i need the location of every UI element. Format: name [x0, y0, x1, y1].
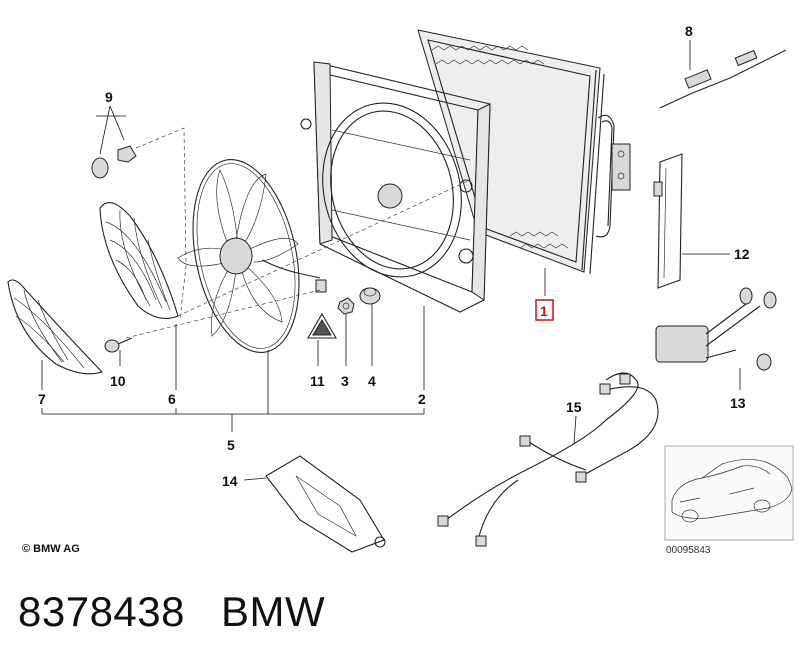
leader-lines — [41, 40, 741, 481]
label-5[interactable]: 5 — [227, 437, 235, 453]
label-9[interactable]: 9 — [105, 89, 113, 105]
grommet-part-4[interactable] — [359, 287, 381, 305]
footer-caption: 8378438 BMW — [18, 588, 325, 636]
bracket-part-12[interactable] — [653, 153, 683, 289]
clip-part-9[interactable] — [91, 145, 137, 179]
highlight-box — [535, 299, 554, 321]
part-number: 8378438 — [18, 588, 186, 635]
label-6[interactable]: 6 — [168, 391, 176, 407]
label-3[interactable]: 3 — [341, 373, 349, 389]
harness-part-8[interactable] — [659, 49, 787, 109]
brand-name: BMW — [221, 588, 326, 635]
nut-part-3[interactable] — [337, 297, 355, 315]
wiring-harness-part-15[interactable] — [437, 372, 659, 547]
label-11[interactable]: 11 — [310, 373, 325, 389]
condenser-part-1[interactable] — [417, 29, 631, 275]
label-4[interactable]: 4 — [368, 373, 376, 389]
label-15[interactable]: 15 — [566, 399, 582, 415]
warning-label-part-11[interactable] — [307, 312, 337, 339]
callout-labels: 1 2 3 4 5 6 7 8 9 10 11 12 13 14 15 — [38, 23, 750, 489]
label-8[interactable]: 8 — [685, 23, 693, 39]
grille-part-7[interactable] — [7, 279, 104, 375]
label-13[interactable]: 13 — [730, 395, 746, 411]
label-2[interactable]: 2 — [418, 391, 426, 407]
fan-assembly[interactable] — [177, 150, 327, 363]
screw-part-10[interactable] — [104, 337, 133, 353]
label-10[interactable]: 10 — [110, 373, 126, 389]
fan-cowl-part-6[interactable] — [99, 202, 179, 319]
label-12[interactable]: 12 — [734, 246, 750, 262]
label-1[interactable]: 1 — [540, 303, 548, 319]
copyright-text: © BMW AG — [22, 543, 80, 555]
thumbnail-id: 00095843 — [666, 545, 711, 556]
label-7[interactable]: 7 — [38, 391, 46, 407]
resistor-part-13[interactable] — [655, 287, 777, 371]
car-thumbnail[interactable]: 00095843 — [664, 445, 794, 556]
mount-bracket-part-14[interactable] — [265, 455, 386, 553]
label-14[interactable]: 14 — [222, 473, 238, 489]
fan-shroud-part-2[interactable] — [300, 61, 491, 313]
